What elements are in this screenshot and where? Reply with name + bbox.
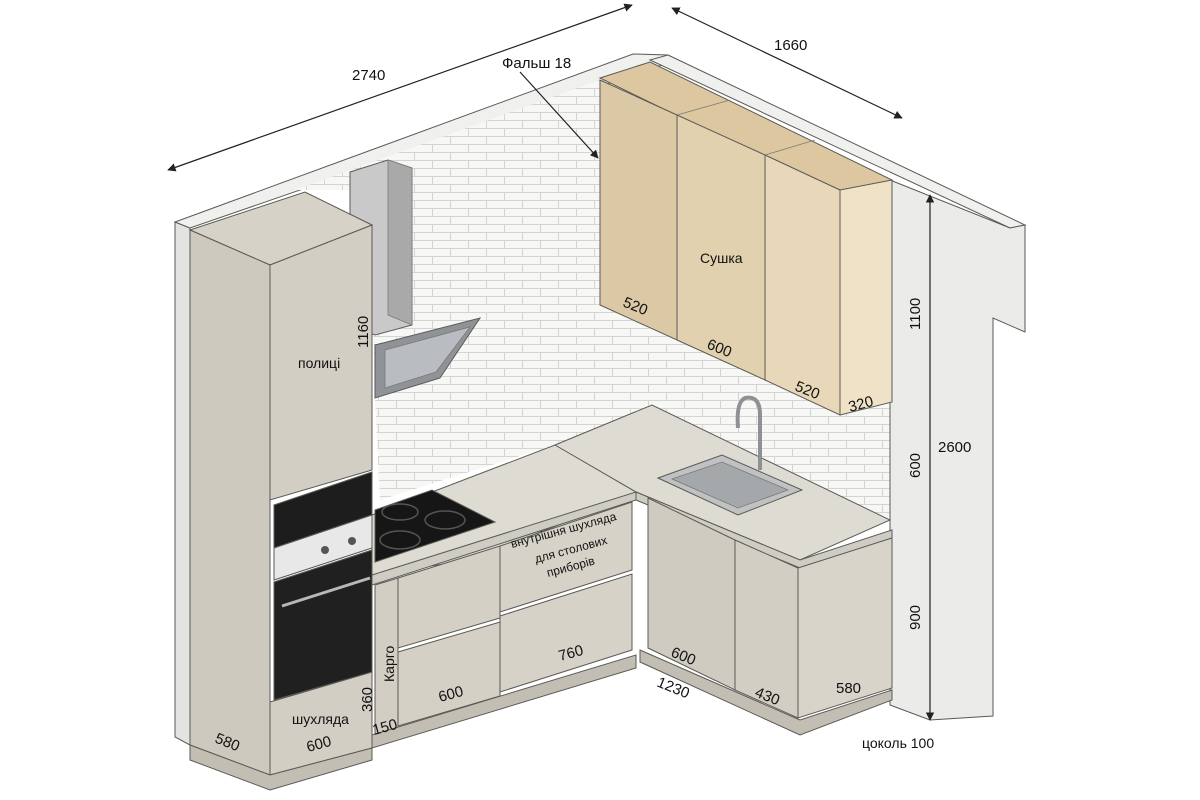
base-left-plinth xyxy=(371,654,637,749)
dim-1100: 1100 xyxy=(907,298,924,330)
label-shelves: полиці xyxy=(298,355,340,371)
drawer-upper-right xyxy=(499,501,633,613)
dim-line-2740 xyxy=(167,3,633,172)
burner-3 xyxy=(379,530,421,550)
dimension-lines xyxy=(167,3,935,721)
dim-tall-width: 600 xyxy=(305,733,334,756)
cooktop xyxy=(374,489,497,563)
sink-basin xyxy=(670,461,790,509)
hood-chimney-shade xyxy=(387,159,413,326)
upper-front-3 xyxy=(764,154,841,416)
base-left xyxy=(371,444,654,749)
dim-plinth: цоколь 100 xyxy=(862,735,934,751)
oven-knob-1 xyxy=(321,546,329,554)
oven-handle xyxy=(281,576,371,608)
label-drawer: шухляда xyxy=(292,711,349,727)
tall-plinth xyxy=(189,744,373,791)
tall-front xyxy=(269,224,373,501)
tall-cabinet xyxy=(188,191,374,791)
base-right xyxy=(553,395,893,736)
tall-side xyxy=(189,229,271,776)
dim-falsh: Фальш 18 xyxy=(502,55,571,72)
back-wall-bricks-right xyxy=(652,330,890,520)
dim-cargo-w: 150 xyxy=(371,716,400,739)
dim-drawer-760: 760 xyxy=(557,642,586,665)
label-drying: Сушка xyxy=(700,250,743,266)
dim-900: 900 xyxy=(907,605,924,630)
dim-upper-4: 320 xyxy=(847,393,876,416)
dim-line-falsh xyxy=(519,71,599,159)
dim-line-1660 xyxy=(671,7,903,119)
right-wall-side xyxy=(889,179,1026,721)
base-right-plinth xyxy=(639,649,893,736)
dim-base-r3: 580 xyxy=(836,680,861,697)
dim-1160: 1160 xyxy=(355,316,372,348)
dim-drawer-600: 600 xyxy=(437,683,466,706)
oven-knob-2 xyxy=(348,537,356,545)
base-right-side xyxy=(797,537,893,719)
dim-600-backsplash: 600 xyxy=(907,453,924,478)
label-cargo: Карго xyxy=(381,645,397,682)
upper-side xyxy=(839,179,893,416)
burner-1 xyxy=(381,503,419,521)
upper-shelf-line-2 xyxy=(764,139,816,156)
left-wall-edge xyxy=(174,221,191,746)
hood-glass-highlight xyxy=(384,326,472,389)
dim-2600: 2600 xyxy=(938,439,971,456)
dim-cargo-h: 360 xyxy=(359,687,376,712)
burner-2 xyxy=(424,510,466,530)
dim-2740: 2740 xyxy=(352,67,385,84)
dim-1660: 1660 xyxy=(774,37,807,54)
drawer-lower-right xyxy=(499,573,633,693)
faucet xyxy=(735,395,762,470)
